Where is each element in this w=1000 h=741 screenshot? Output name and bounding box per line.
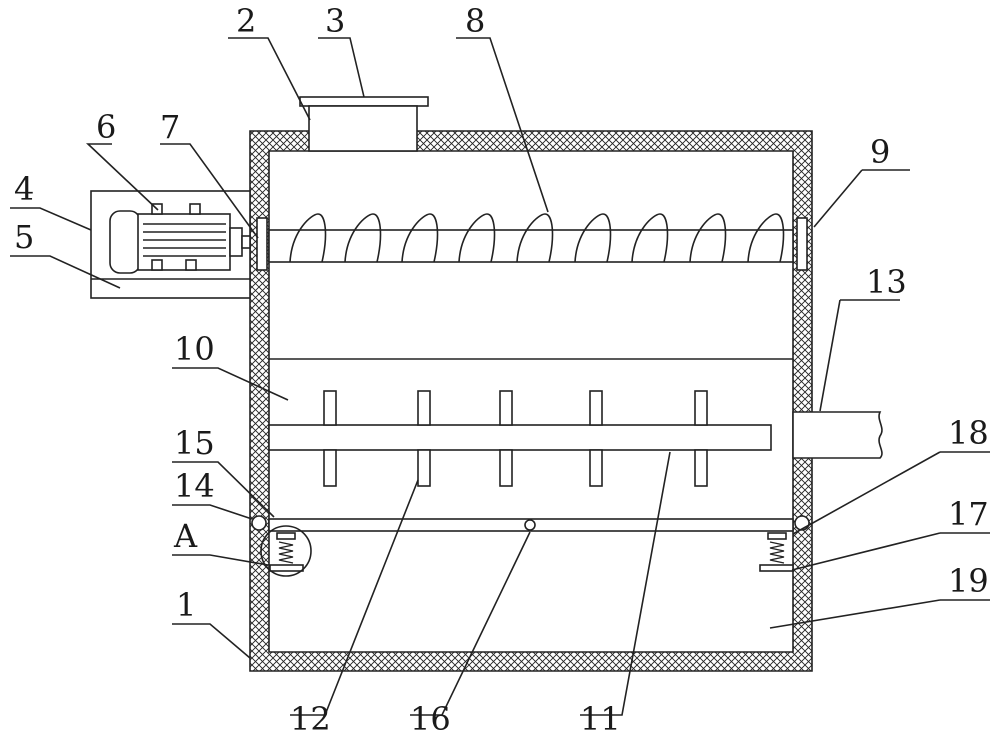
- left-pivot: [251, 515, 267, 531]
- label-8: 8: [465, 2, 485, 40]
- paddle-3-lower: [499, 449, 513, 487]
- housing-wall: [249, 130, 813, 672]
- stirring-shaft: [268, 424, 772, 451]
- label-19: 19: [948, 562, 989, 600]
- stirring-paddles: [323, 390, 708, 487]
- right-pivot: [794, 515, 810, 531]
- label-12: 12: [290, 700, 331, 738]
- right-spring: [759, 532, 794, 572]
- left-bearing: [256, 217, 268, 271]
- outlet-pipe: [792, 411, 883, 459]
- paddle-1-upper: [323, 390, 337, 426]
- label-4: 4: [14, 170, 34, 208]
- label-1: 1: [176, 586, 196, 624]
- label-15: 15: [174, 424, 215, 462]
- screw-conveyor: [268, 213, 794, 263]
- paddle-5-lower: [694, 449, 708, 487]
- label-17: 17: [948, 495, 989, 533]
- label-2: 2: [236, 2, 256, 40]
- paddle-5-upper: [694, 390, 708, 426]
- label-7: 7: [160, 108, 180, 146]
- paddle-1-lower: [323, 449, 337, 487]
- label-9: 9: [870, 133, 890, 171]
- paddle-2-lower: [417, 449, 431, 487]
- label-5: 5: [14, 218, 34, 256]
- label-3: 3: [325, 2, 345, 40]
- paddle-4-lower: [589, 449, 603, 487]
- motor: [109, 203, 251, 274]
- label-14: 14: [174, 467, 215, 505]
- paddle-4-upper: [589, 390, 603, 426]
- label-10: 10: [174, 330, 215, 368]
- feed-hopper: [299, 96, 429, 152]
- label-11: 11: [580, 700, 621, 738]
- label-18: 18: [948, 414, 989, 452]
- label-6: 6: [96, 108, 116, 146]
- label-16: 16: [410, 700, 451, 738]
- left-spring: [269, 532, 304, 572]
- detail-circle-a: [260, 525, 312, 577]
- label-A: A: [173, 517, 198, 555]
- right-bearing: [796, 217, 808, 271]
- leader-lines: [10, 37, 990, 716]
- paddle-3-upper: [499, 390, 513, 426]
- label-13: 13: [866, 263, 907, 301]
- paddle-2-upper: [417, 390, 431, 426]
- center-hinge: [524, 519, 536, 531]
